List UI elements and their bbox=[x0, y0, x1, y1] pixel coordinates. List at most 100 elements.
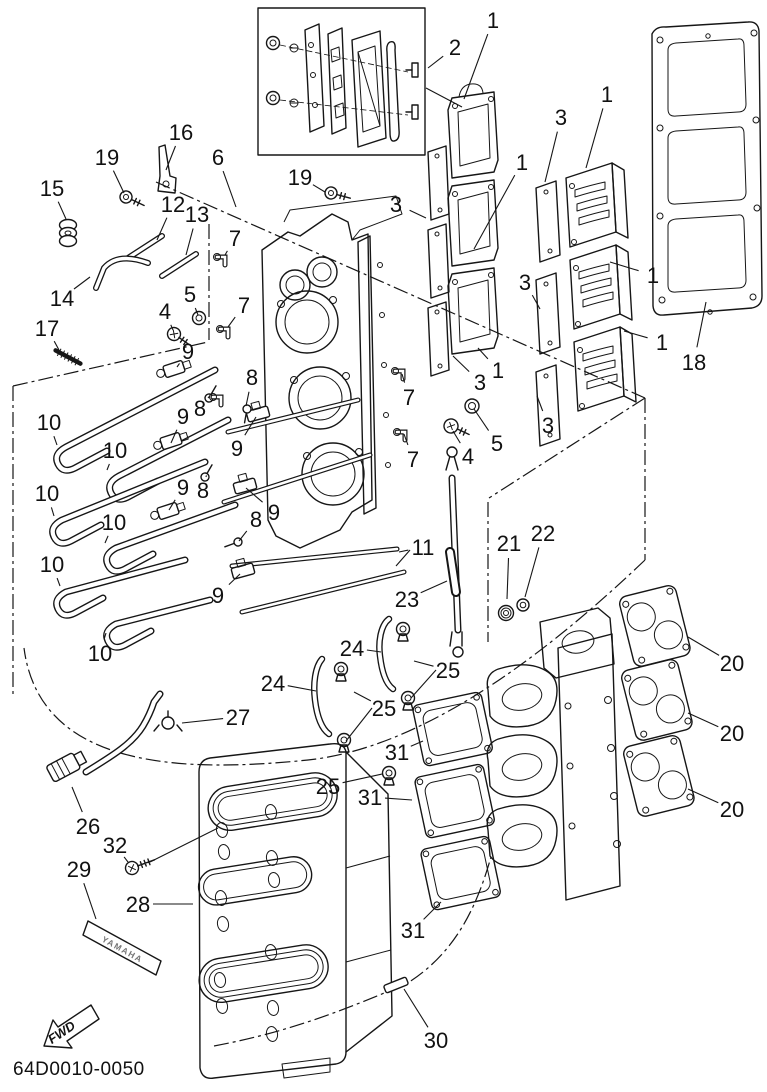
small-bolts-8 bbox=[200, 385, 252, 548]
leader-line-9 bbox=[168, 499, 176, 511]
group-boundaries bbox=[12, 181, 646, 1047]
callout-label-13: 13 bbox=[185, 202, 209, 227]
leader-line-3 bbox=[544, 131, 558, 183]
leader-line-8 bbox=[245, 391, 250, 407]
callout-label-8: 8 bbox=[197, 478, 209, 503]
reed-cage-column bbox=[447, 83, 499, 355]
inset-valve-frame bbox=[351, 30, 387, 148]
leader-line-10 bbox=[103, 632, 107, 639]
leader-line-1 bbox=[473, 174, 516, 250]
callout-label-9: 9 bbox=[177, 475, 189, 500]
leader-line-30 bbox=[403, 988, 429, 1028]
sticker-label: YAMAHA bbox=[100, 934, 145, 965]
leader-line-9 bbox=[170, 429, 178, 444]
leader-line-8 bbox=[207, 395, 210, 399]
leader-line-11 bbox=[398, 549, 409, 553]
washer-22 bbox=[516, 598, 530, 612]
callout-label-9: 9 bbox=[182, 339, 194, 364]
callout-label-20: 20 bbox=[720, 797, 744, 822]
bolt-32 bbox=[124, 858, 156, 876]
callout-label-8: 8 bbox=[194, 396, 206, 421]
inset-reed-plate bbox=[327, 27, 347, 135]
callout-label-9: 9 bbox=[231, 436, 243, 461]
leader-line-10 bbox=[56, 577, 61, 587]
leader-line-15 bbox=[57, 201, 67, 220]
callout-label-20: 20 bbox=[720, 651, 744, 676]
inset-plate bbox=[304, 23, 325, 133]
callout-label-18: 18 bbox=[682, 350, 706, 375]
yamaha-sticker: YAMAHA bbox=[82, 920, 162, 976]
callout-label-31: 31 bbox=[385, 740, 409, 765]
nut-21 bbox=[497, 604, 515, 622]
leader-line-24 bbox=[366, 649, 382, 653]
leader-line-9 bbox=[176, 363, 180, 368]
callout-label-6: 6 bbox=[212, 145, 224, 170]
callout-label-7: 7 bbox=[407, 447, 419, 472]
part-code: 64D0010-0050 bbox=[13, 1059, 145, 1080]
crankcase-body bbox=[261, 195, 403, 549]
inset-screw bbox=[265, 35, 281, 106]
callout-label-9: 9 bbox=[268, 500, 280, 525]
leader-line-1 bbox=[623, 330, 648, 339]
pilot-pipes bbox=[93, 233, 199, 291]
leader-line-7 bbox=[224, 250, 228, 256]
callout-label-25: 25 bbox=[316, 774, 340, 799]
gaskets-20 bbox=[618, 584, 695, 817]
callout-label-19: 19 bbox=[288, 165, 312, 190]
callout-label-1: 1 bbox=[516, 150, 528, 175]
callout-label-28: 28 bbox=[126, 892, 150, 917]
fuel-rails bbox=[221, 397, 411, 615]
callout-label-1: 1 bbox=[647, 263, 659, 288]
callout-label-3: 3 bbox=[542, 413, 554, 438]
callout-label-10: 10 bbox=[88, 641, 112, 666]
stud-17 bbox=[53, 348, 83, 366]
leader-line-9 bbox=[244, 416, 257, 436]
callout-label-7: 7 bbox=[238, 293, 250, 318]
callout-label-12: 12 bbox=[161, 192, 185, 217]
leader-line-19 bbox=[112, 170, 125, 194]
leader-line-10 bbox=[53, 436, 58, 446]
callout-label-9: 9 bbox=[177, 404, 189, 429]
callout-label-10: 10 bbox=[35, 481, 59, 506]
leader-line-25 bbox=[353, 691, 372, 702]
callout-label-26: 26 bbox=[76, 814, 100, 839]
callout-label-27: 27 bbox=[226, 705, 250, 730]
inset-rivet bbox=[405, 62, 419, 120]
callout-label-8: 8 bbox=[246, 365, 258, 390]
callout-label-4: 4 bbox=[159, 299, 171, 324]
intake-manifold-stack bbox=[486, 607, 621, 901]
callout-label-3: 3 bbox=[555, 105, 567, 130]
leader-line-4 bbox=[170, 324, 174, 331]
leader-line-9 bbox=[228, 573, 241, 585]
leader-line-21 bbox=[506, 557, 510, 600]
bracket-16 bbox=[157, 144, 177, 194]
callout-label-31: 31 bbox=[401, 918, 425, 943]
leader-line-31 bbox=[410, 740, 424, 747]
leader-line-17 bbox=[53, 340, 60, 351]
leader-line-10 bbox=[106, 463, 110, 471]
callout-label-11: 11 bbox=[412, 535, 435, 560]
leader-line-1 bbox=[609, 261, 639, 272]
fitting-30 bbox=[383, 976, 409, 994]
leader-line-7 bbox=[403, 433, 409, 446]
callout-label-4: 4 bbox=[462, 444, 474, 469]
leader-line-25 bbox=[413, 660, 434, 667]
leader-line-1 bbox=[585, 108, 604, 169]
callout-label-21: 21 bbox=[497, 531, 521, 556]
drain-hose-26 bbox=[46, 690, 164, 783]
leader-line-19 bbox=[312, 184, 326, 193]
air-box-holes bbox=[213, 804, 281, 1042]
callout-label-16: 16 bbox=[169, 120, 193, 145]
callout-label-1: 1 bbox=[601, 82, 613, 107]
gaskets-31 bbox=[412, 691, 501, 911]
leader-line-5 bbox=[194, 307, 199, 316]
callout-label-32: 32 bbox=[103, 833, 127, 858]
callout-label-24: 24 bbox=[340, 636, 364, 661]
leader-line-23 bbox=[420, 580, 448, 594]
callout-label-8: 8 bbox=[250, 507, 262, 532]
callout-label-31: 31 bbox=[358, 785, 382, 810]
leader-line-3 bbox=[409, 209, 427, 219]
